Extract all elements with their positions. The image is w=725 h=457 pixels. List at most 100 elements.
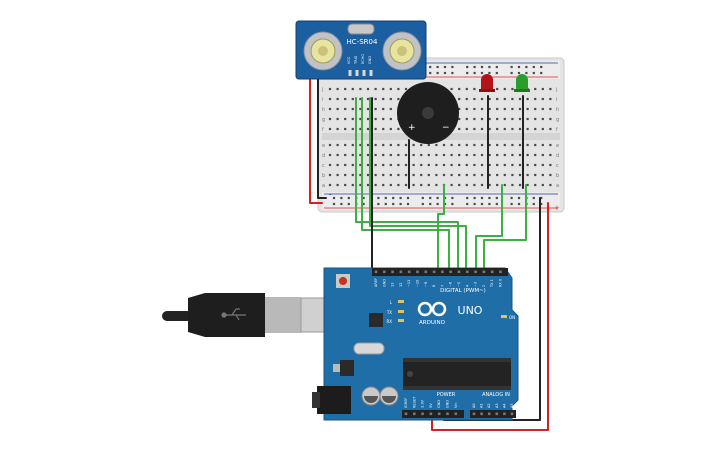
- header-pin: [454, 412, 458, 416]
- row-label: b: [556, 173, 559, 179]
- piezo-buzzer: + −: [397, 82, 459, 144]
- sensor-pin-label: VCC: [347, 56, 351, 64]
- analog-label: ANALOG IN: [482, 392, 510, 398]
- power-pin-label: RESET: [412, 396, 416, 408]
- row-label: j: [321, 87, 323, 93]
- power-pin-label: Vin: [454, 402, 458, 408]
- digital-pin-label: GND: [382, 279, 386, 287]
- row-label: g: [556, 117, 559, 123]
- header-pin: [474, 270, 477, 274]
- model-label: UNO: [458, 304, 483, 317]
- analog-pin-label: A0: [472, 403, 476, 408]
- row-label: b: [322, 173, 325, 179]
- row-label: e: [322, 143, 325, 149]
- arduino-logo: [417, 301, 447, 317]
- header-pin: [391, 270, 394, 274]
- rx-label: RX: [386, 319, 392, 324]
- digital-pin-label: 7: [440, 285, 444, 287]
- sensor-pin: [348, 70, 352, 76]
- rail-plus-label-bottom: +: [554, 204, 560, 212]
- header-pin: [457, 270, 461, 274]
- sensor-pin-label: GND: [368, 56, 372, 64]
- header-pin: [407, 270, 411, 274]
- power-pin-label: 3.3V: [421, 399, 425, 408]
- digital-pin-label: 12: [399, 283, 403, 287]
- red-led: [479, 74, 495, 92]
- header-pin: [437, 412, 441, 416]
- header-pin: [482, 270, 486, 274]
- power-label: POWER: [437, 392, 456, 398]
- rail-minus-label: -: [329, 191, 332, 199]
- wire-green-extra: [369, 97, 467, 271]
- wire-green-echo: [361, 97, 450, 271]
- wire-black-gnd: [317, 77, 327, 199]
- wire-green-buzzer: [437, 184, 445, 271]
- power-pin-label: IOREF: [404, 398, 408, 408]
- usb-icon: [221, 308, 246, 321]
- sensor-pin-label: TRIG: [354, 55, 358, 65]
- header-pin: [404, 412, 408, 416]
- header-pin: [383, 270, 386, 274]
- row-label: g: [322, 117, 325, 123]
- power-pin-label: 5V: [429, 403, 433, 408]
- header-pin: [472, 412, 476, 416]
- digital-pin-label: 4: [465, 284, 469, 287]
- row-label: h: [556, 107, 559, 113]
- l-label: L: [390, 300, 393, 305]
- header-pin: [490, 270, 494, 274]
- header-pin: [413, 412, 416, 416]
- sensor-pin: [362, 70, 366, 76]
- header-pin: [499, 270, 502, 274]
- sensor-pin: [355, 70, 359, 76]
- digital-pin-label: 2: [482, 285, 486, 287]
- usb-cable: [162, 293, 352, 337]
- header-pin: [480, 412, 483, 416]
- power-pin-label: GND: [446, 400, 450, 408]
- row-label: i: [556, 97, 557, 103]
- header-pin: [416, 270, 419, 274]
- row-label: j: [555, 87, 557, 93]
- analog-pin-label: A3: [495, 403, 499, 408]
- analog-pin-label: A2: [487, 403, 491, 408]
- sensor-pin: [369, 70, 373, 76]
- digital-pin-label: ~10: [416, 280, 420, 287]
- wire-green-trig: [355, 97, 459, 271]
- header-pin: [510, 412, 514, 416]
- header-pin: [441, 270, 444, 274]
- digital-pin-label: ~6: [449, 282, 453, 287]
- row-label: i: [322, 97, 323, 103]
- row-label: h: [322, 107, 325, 113]
- buzzer-minus-label: −: [442, 123, 450, 133]
- digital-pin-label: 8: [432, 285, 436, 287]
- header-pin: [466, 270, 469, 274]
- header-pin: [424, 270, 428, 274]
- tx-label: TX: [386, 310, 392, 315]
- sensor-pin-label: ECHO: [361, 54, 365, 64]
- power-pin-label: GND: [437, 400, 441, 408]
- digital-pin-label: TX 1: [490, 279, 494, 288]
- row-label: f: [322, 127, 324, 133]
- header-pin: [495, 412, 499, 416]
- header-pin: [503, 412, 506, 416]
- wire-red-vcc: [309, 77, 323, 204]
- header-pin: [421, 412, 424, 416]
- row-label: d: [322, 153, 325, 159]
- buzzer-plus-label: +: [408, 123, 416, 133]
- digital-pin-label: 13: [391, 283, 395, 287]
- digital-pin-label: ~5: [457, 282, 461, 287]
- row-label: c: [556, 163, 559, 169]
- digital-label: DIGITAL (PWM~): [440, 288, 486, 294]
- wire-green-green-led: [483, 184, 527, 271]
- wire-green-red-led: [475, 184, 503, 271]
- green-led: [514, 74, 530, 92]
- header-pin: [446, 412, 449, 416]
- power-pin-labels: IOREF RESET 3.3V 5V GND GND Vin: [404, 396, 458, 416]
- header-pin: [399, 270, 403, 274]
- row-label: c: [322, 163, 325, 169]
- sensor-model-label: HC-SR04: [347, 38, 378, 46]
- header-pin: [487, 412, 491, 416]
